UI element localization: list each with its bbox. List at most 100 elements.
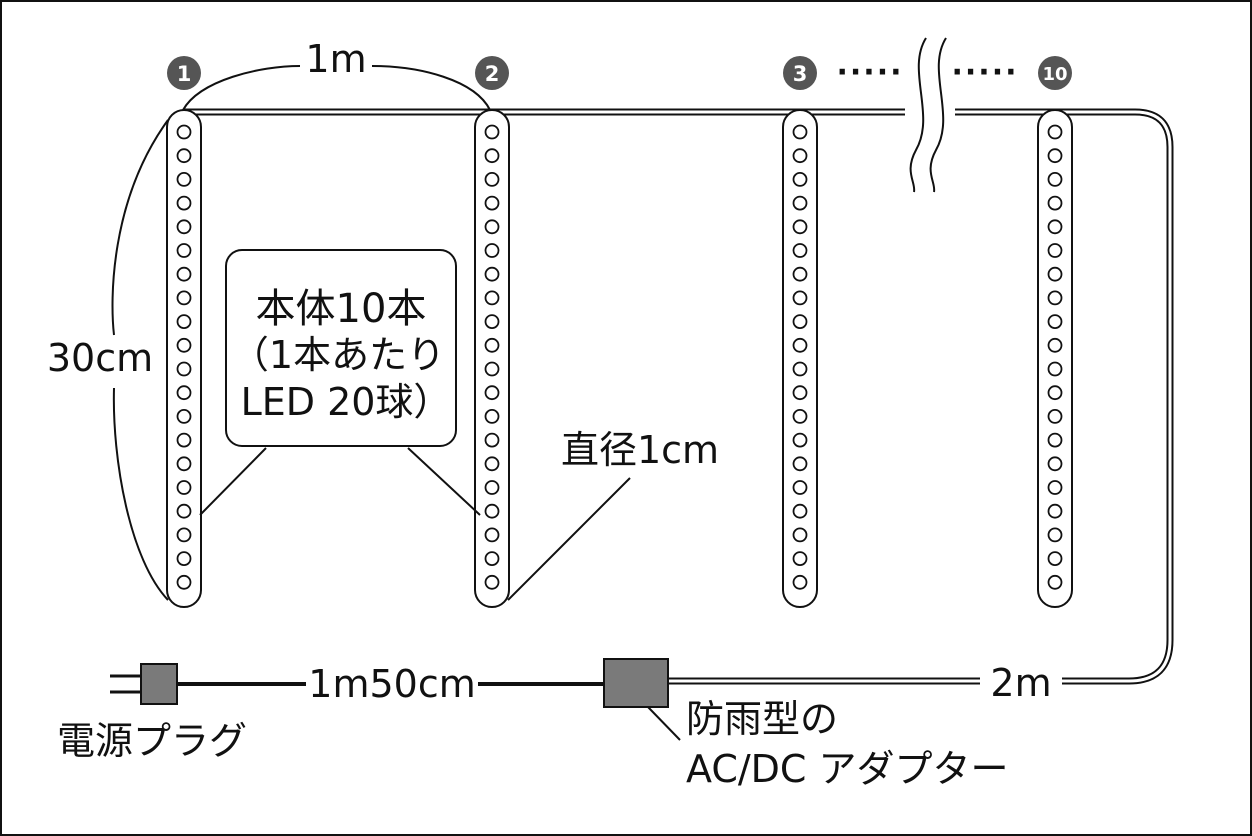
led-bulb [176, 408, 192, 424]
break-mark-right [929, 37, 947, 193]
led-bulb [792, 266, 808, 282]
led-bulb [484, 266, 500, 282]
marker-1: 1 [167, 56, 201, 90]
break-mark-left [909, 37, 927, 193]
callout-line-2: （1本あたり [231, 333, 445, 377]
led-bulb [484, 171, 500, 187]
led-bulb [176, 219, 192, 235]
led-bulb [792, 290, 808, 306]
marker-2: 2 [475, 56, 509, 90]
led-bulb [1047, 243, 1063, 258]
callout-line-3: LED 20球） [241, 380, 452, 424]
led-bulb [1047, 503, 1063, 519]
led-bulb [176, 314, 192, 330]
led-bulb [1047, 195, 1063, 211]
led-bulb [484, 574, 500, 590]
cord-2m-label: 2m [990, 661, 1051, 705]
led-bulb [484, 432, 500, 448]
led-bulb [1047, 574, 1063, 590]
spacing-arc-left [182, 65, 301, 111]
plug-label: 電源プラグ [57, 719, 247, 763]
led-bulb [484, 551, 500, 566]
power-plug [110, 663, 178, 705]
led-bulb [1047, 551, 1063, 566]
led-bulb [176, 124, 192, 140]
led-bulb [176, 361, 192, 377]
led-bulb [1047, 290, 1063, 306]
led-bulb [1047, 408, 1063, 424]
marker-1-number: 1 [177, 62, 192, 86]
callout-box [225, 249, 457, 447]
led-bulb [176, 551, 192, 566]
led-bulb [792, 432, 808, 448]
led-bulb [176, 432, 192, 448]
wire-inner [183, 110, 1172, 683]
led-bulb [1047, 314, 1063, 330]
led-bulb [176, 456, 192, 472]
led-bulb [484, 124, 500, 140]
spacing-arc-right [371, 65, 491, 111]
led-bulb [792, 243, 808, 258]
marker-3: 3 [783, 56, 817, 90]
plug-body [140, 663, 178, 705]
led-bulb [1047, 527, 1063, 543]
led-tubes [166, 109, 1073, 608]
led-bulb [176, 290, 192, 306]
led-bulb [176, 171, 192, 187]
led-bulb [176, 503, 192, 519]
callout-line-1: 本体10本 [256, 286, 427, 332]
led-bulb [484, 361, 500, 377]
led-bulb [1047, 480, 1063, 495]
callout-leader-right [407, 447, 481, 516]
led-bulb [792, 361, 808, 377]
led-bulb [484, 408, 500, 424]
led-bulb [484, 385, 500, 401]
marker-2-number: 2 [485, 62, 500, 86]
led-bulb [792, 171, 808, 187]
led-bulb [792, 503, 808, 519]
height-arc-bottom [112, 387, 169, 601]
led-bulb [792, 148, 808, 164]
led-bulb [176, 148, 192, 164]
led-bulb [1047, 124, 1063, 140]
led-bulb [484, 480, 500, 495]
led-bulb [484, 219, 500, 235]
marker-3-number: 3 [793, 62, 808, 86]
adapter-label-line-2: AC/DC アダプター [686, 747, 1009, 791]
adapter-label-line-1: 防雨型の [686, 697, 838, 741]
led-bulb [1047, 171, 1063, 187]
marker-10: 10 [1038, 56, 1072, 90]
led-bulb [484, 243, 500, 258]
marker-2-badge [475, 56, 509, 90]
led-bulb [484, 337, 500, 353]
led-bulb [1047, 456, 1063, 472]
adapter-leader [647, 706, 681, 741]
led-bulb [792, 314, 808, 330]
led-bulb [1047, 148, 1063, 164]
led-bulb [792, 124, 808, 140]
spacing-label: 1m [305, 37, 366, 81]
marker-10-number: 10 [1042, 64, 1067, 85]
wire-break-gap [905, 100, 955, 125]
marker-1-badge [167, 56, 201, 90]
led-bulb [176, 574, 192, 590]
led-tube-2 [474, 109, 510, 608]
adapter-body [603, 658, 669, 708]
led-tube-3 [782, 109, 818, 608]
led-bulb [792, 574, 808, 590]
led-bulb [484, 503, 500, 519]
led-bulb [1047, 219, 1063, 235]
led-bulb [792, 551, 808, 566]
led-bulb [792, 385, 808, 401]
led-bulb [792, 408, 808, 424]
led-bulb [792, 337, 808, 353]
led-bulb [1047, 337, 1063, 353]
diameter-label: 直径1cm [561, 428, 719, 472]
led-bulb [484, 148, 500, 164]
led-bulb [1047, 385, 1063, 401]
led-bulb [176, 337, 192, 353]
callout-leader-left [199, 447, 267, 516]
led-bulb [176, 266, 192, 282]
led-bulb [176, 527, 192, 543]
